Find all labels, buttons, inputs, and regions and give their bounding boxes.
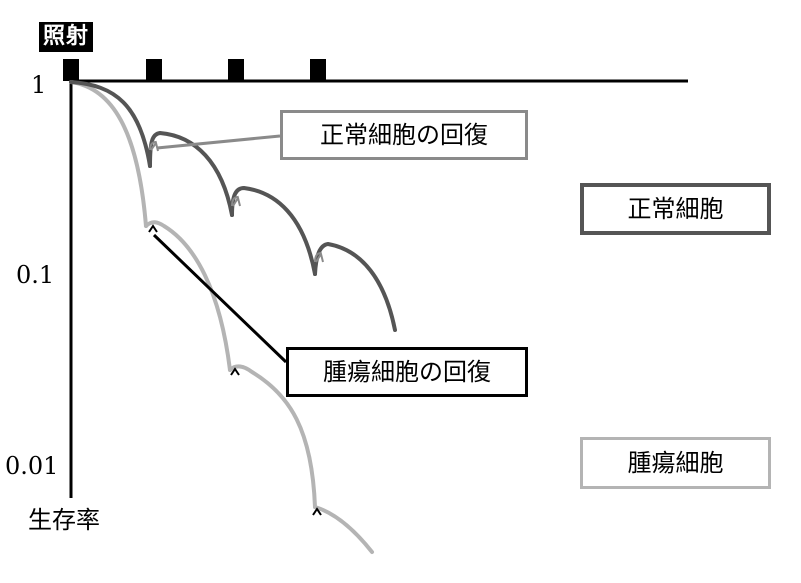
normal-recovery-arrows [149,140,324,263]
normal-recovery-label: 正常細胞の回復 [280,110,528,160]
y-tick-label-1: 1 [31,71,47,99]
irradiation-marker [63,59,79,81]
irradiation-marker [310,59,326,81]
legend-tumor-text: 腫瘍細胞 [627,449,724,477]
legend-normal-text: 正常細胞 [627,195,724,223]
tumor-recovery-text: 腫瘍細胞の回復 [323,358,491,386]
normal-recovery-text: 正常細胞の回復 [320,121,488,149]
y-tick-label-0.1: 0.1 [16,261,55,289]
y-axis-label: 生存率 [28,506,100,534]
tumor-recovery-arrows [148,224,322,516]
legend-normal-cells: 正常細胞 [580,183,771,235]
normal-survival-curve [69,80,397,332]
tumor-recovery-label: 腫瘍細胞の回復 [286,347,528,397]
tumor-survival-curve [69,80,374,554]
irradiation-label: 照射 [39,22,94,52]
legend-tumor-cells: 腫瘍細胞 [580,437,771,489]
irradiation-marker [228,59,244,81]
y-tick-label-0.01: 0.01 [5,452,59,480]
normal-recovery-leader [156,134,281,150]
irradiation-marker [146,59,162,81]
tumor-recovery-leader [152,233,288,364]
